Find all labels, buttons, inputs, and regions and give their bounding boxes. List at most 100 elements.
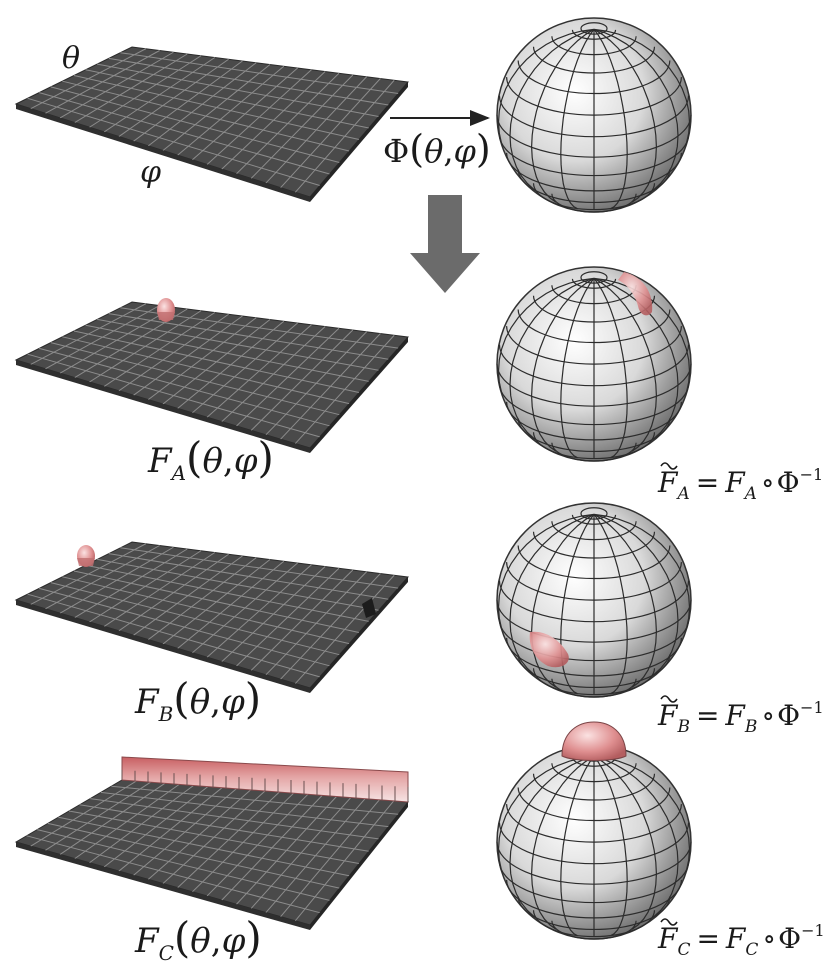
longitude-line: [509, 277, 595, 440]
grid-line: [108, 313, 389, 360]
tilde-c: [660, 918, 678, 926]
fb-label: FB(θ,φ): [134, 674, 261, 726]
longitude-line: [530, 755, 595, 930]
longitude-line: [509, 28, 595, 191]
sphere-c: [496, 721, 692, 940]
grid-line: [79, 804, 369, 852]
grid-line: [62, 80, 350, 152]
flat-grid-0: [14, 46, 409, 202]
fc-tilde-label: FC=FC∘Φ−1: [657, 921, 825, 960]
flat-grid-c: [14, 756, 409, 930]
grid-line: [108, 553, 389, 600]
grid-line: [39, 587, 330, 667]
sphere-b: [496, 502, 692, 698]
grid-line: [50, 86, 340, 163]
grid-edge: [310, 802, 408, 930]
longitude-line: [530, 513, 595, 688]
sphere-a: [496, 266, 692, 462]
grid-line: [62, 336, 350, 405]
longitude-line: [593, 755, 691, 872]
grid-line: [73, 75, 360, 140]
fc-label: FC(θ,φ): [134, 913, 262, 962]
bump-c-sphere: [561, 721, 627, 761]
tilde-a: [660, 462, 678, 470]
wall-c: [121, 756, 409, 803]
grid-line: [26, 835, 320, 914]
grid-edge: [16, 104, 310, 202]
longitude-line: [593, 28, 658, 203]
grid-line: [50, 582, 340, 656]
fa-tilde-label: FA=FA∘Φ−1: [657, 465, 823, 504]
grid-line: [27, 97, 320, 186]
theta-label: θ: [62, 41, 80, 76]
grid-line: [73, 330, 360, 393]
longitude-line: [593, 29, 628, 210]
grid-plane-a: [14, 301, 410, 453]
mapping-phi: Φ: [383, 132, 409, 170]
longitude-line: [593, 514, 628, 695]
longitude-line: [560, 29, 595, 210]
longitude-line: [593, 277, 691, 394]
grid-edge: [310, 337, 408, 453]
longitude-line: [497, 28, 595, 145]
bump-a-sphere: [618, 272, 653, 316]
grid-line: [47, 822, 340, 889]
grid-surface: [14, 779, 409, 926]
grid-line: [97, 558, 379, 611]
grid-surface: [14, 541, 410, 689]
longitude-line: [497, 513, 595, 630]
longitude-line: [497, 277, 595, 394]
longitude-line: [593, 513, 658, 688]
grid-plane-b: [14, 541, 410, 693]
grid-edge: [16, 842, 310, 930]
longitude-line: [560, 514, 595, 695]
grid-line: [120, 52, 399, 94]
bump-a: [157, 298, 175, 322]
grid-line: [90, 798, 379, 840]
grid-edge: [16, 600, 310, 693]
grid-line: [111, 785, 399, 815]
grid-plane-c: [14, 779, 409, 930]
longitude-line: [593, 755, 679, 918]
longitude-line: [509, 513, 595, 676]
fa-label: FA(θ,φ): [147, 433, 274, 485]
longitude-line: [593, 755, 658, 930]
edge-fold-b: [362, 598, 376, 618]
grid-line: [120, 547, 399, 589]
flat-grid-b: [14, 541, 410, 693]
longitude-line: [593, 513, 691, 630]
grid-line: [68, 810, 360, 864]
grid-line: [97, 318, 379, 371]
longitude-line: [593, 277, 658, 452]
longitude-line: [509, 755, 595, 918]
grid-line: [85, 324, 369, 382]
grid-line: [100, 791, 389, 828]
longitude-line: [560, 278, 595, 459]
grid-line: [85, 69, 369, 129]
grid-line: [58, 816, 350, 877]
phi-label: φ: [140, 155, 161, 190]
down-arrow: [410, 195, 480, 293]
grid-line: [37, 829, 330, 901]
grid-edge: [310, 82, 408, 202]
grid-line: [39, 92, 330, 175]
grid-line: [108, 57, 389, 106]
grid-line: [39, 347, 330, 427]
grid-edge: [16, 360, 310, 453]
longitude-line: [560, 756, 595, 937]
bump-b: [77, 545, 95, 567]
flat-grid-a: [14, 298, 410, 453]
longitude-line: [530, 277, 595, 452]
grid-line: [85, 564, 369, 622]
grid-line: [27, 593, 320, 678]
longitude-line: [593, 756, 628, 937]
fb-tilde-label: FB=FB∘Φ−1: [657, 698, 824, 737]
sphere-0: [496, 17, 692, 213]
longitude-line: [593, 277, 679, 440]
grid-surface: [14, 301, 410, 449]
longitude-line: [530, 28, 595, 203]
grid-line: [50, 342, 340, 416]
longitude-line: [593, 28, 691, 145]
grid-line: [27, 353, 320, 438]
